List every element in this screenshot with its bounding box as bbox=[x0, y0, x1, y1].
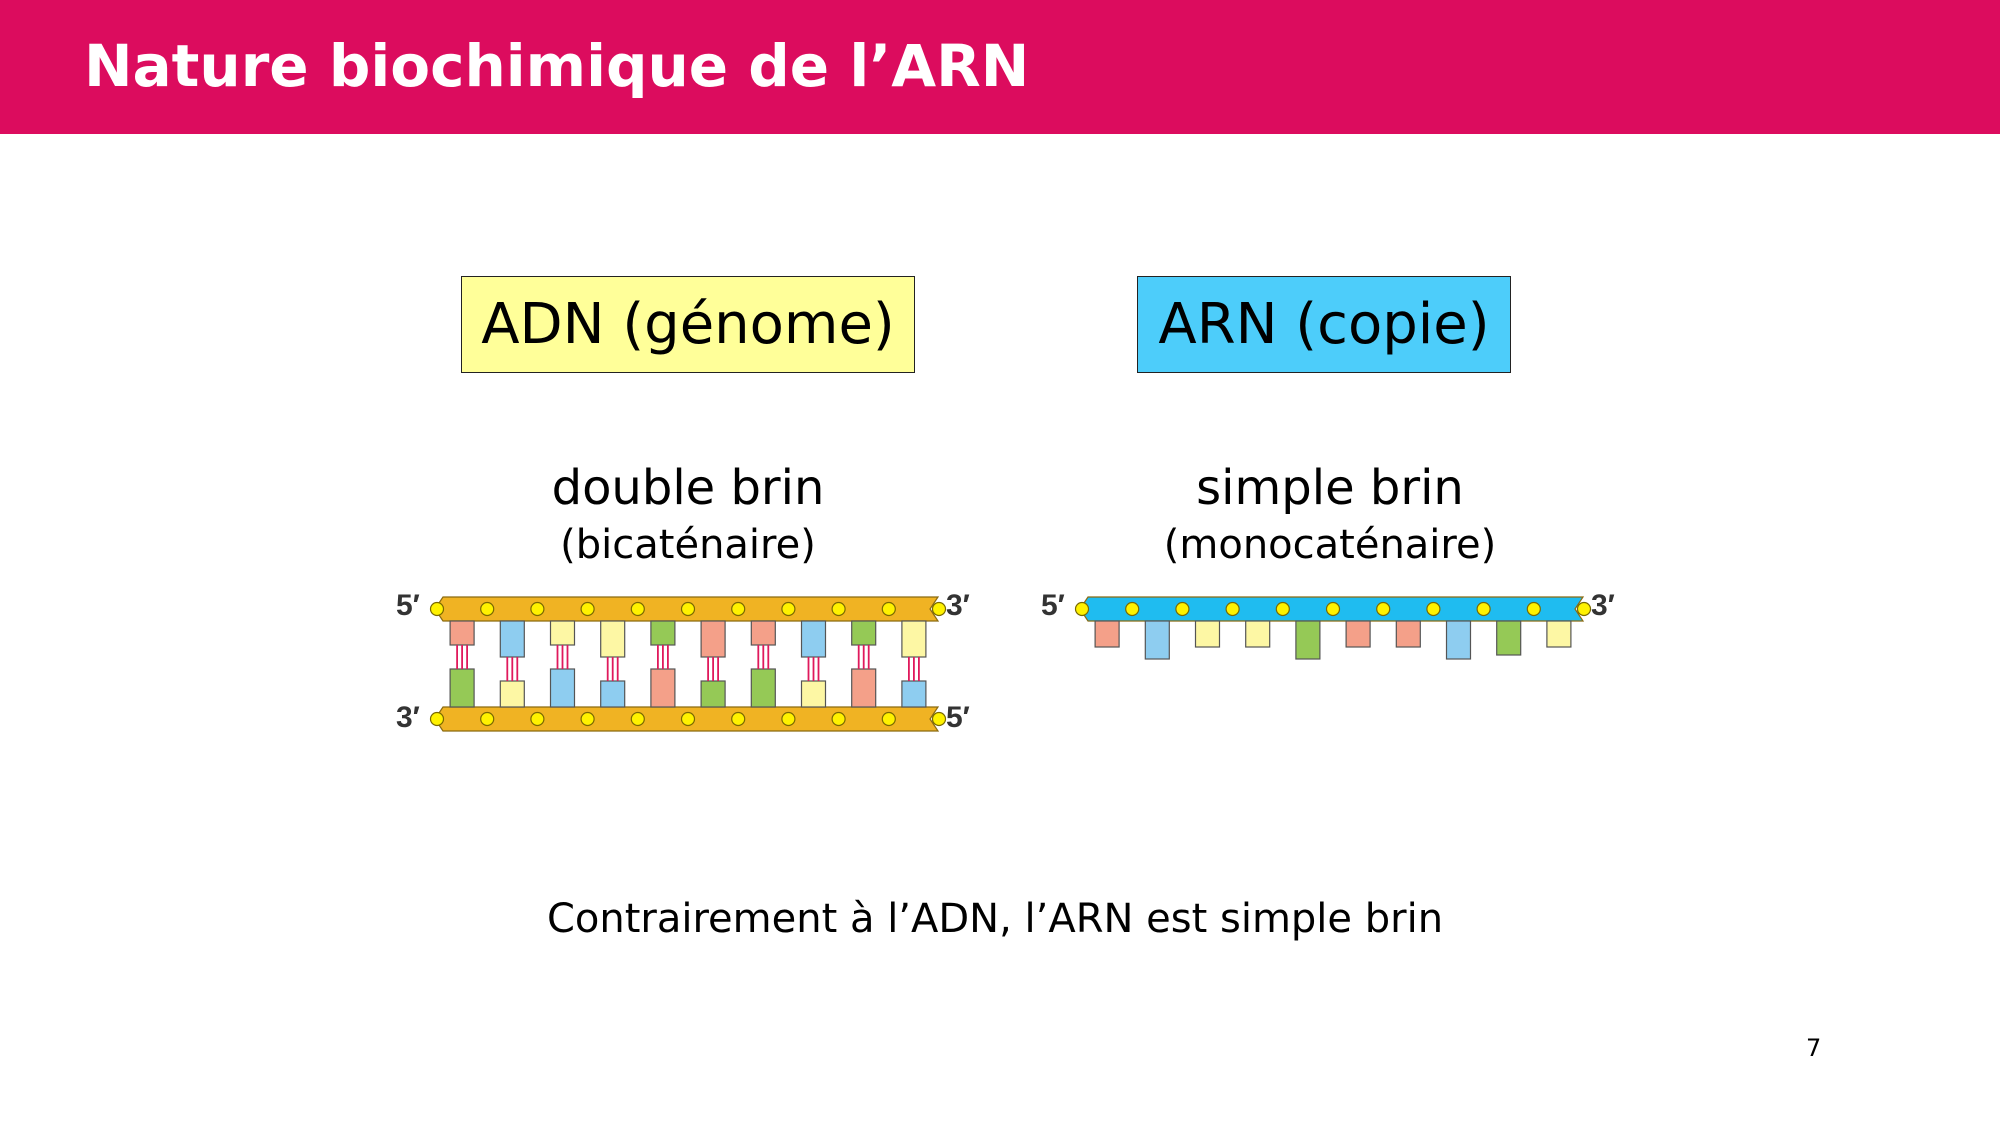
dna-bottom-phosphate bbox=[480, 711, 495, 727]
rna-phosphate bbox=[1426, 601, 1441, 617]
dna-top-base bbox=[700, 620, 726, 658]
dna-bottom-phosphate bbox=[429, 711, 445, 727]
dna-top-phosphate bbox=[480, 601, 495, 617]
dna-top-phosphate bbox=[429, 601, 445, 617]
dna-top-base bbox=[750, 620, 776, 646]
dna-bottom-base bbox=[549, 668, 576, 708]
dna-bottom-phosphate bbox=[580, 711, 595, 727]
dna-top-phosphate bbox=[831, 601, 846, 617]
dna-top-phosphate bbox=[530, 601, 545, 617]
dna-top-phosphate bbox=[731, 601, 746, 617]
adn-label-box: ADN (génome) bbox=[461, 276, 915, 373]
rna-phosphate bbox=[1074, 601, 1090, 617]
rna-base bbox=[1295, 620, 1321, 660]
arn-label-box: ARN (copie) bbox=[1137, 276, 1511, 373]
rna-strand-sublabel: (monocaténaire) bbox=[1163, 522, 1497, 568]
rna-base bbox=[1395, 620, 1421, 648]
rna-base bbox=[1546, 620, 1572, 648]
dna-bottom-base bbox=[650, 668, 676, 708]
dna-bottom-base bbox=[800, 680, 827, 708]
slide-title: Nature biochimique de l’ARN bbox=[84, 32, 1030, 100]
dna-bottom-right-end: 5′ bbox=[946, 701, 970, 734]
dna-bottom-phosphate bbox=[931, 711, 947, 727]
rna-base bbox=[1194, 620, 1221, 648]
rna-base bbox=[1245, 620, 1271, 648]
dna-bottom-base bbox=[449, 668, 475, 708]
dna-top-base bbox=[851, 620, 877, 646]
dna-bottom-base bbox=[700, 680, 726, 708]
rna-phosphate bbox=[1576, 601, 1592, 617]
rna-base bbox=[1094, 620, 1120, 648]
dna-bottom-phosphate bbox=[781, 711, 796, 727]
dna-bottom-base bbox=[901, 680, 927, 708]
rna-base bbox=[1496, 620, 1522, 656]
dna-bottom-phosphate bbox=[731, 711, 746, 727]
dna-bottom-left-end: 3′ bbox=[396, 701, 420, 734]
rna-phosphate bbox=[1526, 601, 1541, 617]
rna-phosphate bbox=[1325, 601, 1341, 617]
rna-phosphate bbox=[1476, 601, 1491, 617]
dna-bottom-base bbox=[499, 680, 525, 708]
rna-base bbox=[1345, 620, 1371, 648]
dna-top-phosphate bbox=[580, 601, 595, 617]
dna-top-right-end: 3′ bbox=[946, 589, 970, 622]
rna-phosphate bbox=[1275, 601, 1290, 617]
rna-base bbox=[1445, 620, 1472, 660]
dna-bottom-base bbox=[851, 668, 877, 708]
dna-strand-sublabel: (bicaténaire) bbox=[560, 522, 816, 568]
dna-top-phosphate bbox=[931, 601, 947, 617]
dna-top-base bbox=[499, 620, 525, 658]
rna-phosphate bbox=[1125, 601, 1140, 617]
dna-top-base bbox=[449, 620, 475, 646]
rna-left-end: 5′ bbox=[1041, 589, 1065, 622]
dna-top-left-end: 5′ bbox=[396, 589, 420, 622]
rna-phosphate bbox=[1376, 601, 1391, 617]
dna-top-base bbox=[800, 620, 827, 658]
dna-strand-label: double brin bbox=[551, 460, 825, 516]
dna-bottom-phosphate bbox=[831, 711, 846, 727]
rna-single-strand-diagram: 5′ 3′ bbox=[1041, 589, 1615, 660]
caption: Contrairement à l’ADN, l’ARN est simple … bbox=[546, 896, 1444, 942]
dna-bottom-base bbox=[600, 680, 626, 708]
rna-phosphate bbox=[1225, 601, 1240, 617]
rna-phosphate bbox=[1175, 601, 1190, 617]
dna-top-phosphate bbox=[680, 601, 696, 617]
dna-double-strand-diagram: 5′ 3′ 3′ 5′ bbox=[396, 589, 970, 734]
dna-top-base bbox=[549, 620, 576, 646]
page-number: 7 bbox=[1806, 1034, 1822, 1062]
dna-bottom-phosphate bbox=[881, 711, 896, 727]
dna-top-base bbox=[650, 620, 676, 646]
rna-right-end: 3′ bbox=[1591, 589, 1615, 622]
dna-top-base bbox=[901, 620, 927, 658]
title-bar bbox=[0, 0, 2000, 134]
dna-top-phosphate bbox=[781, 601, 796, 617]
dna-bottom-phosphate bbox=[530, 711, 545, 727]
dna-top-base bbox=[600, 620, 626, 658]
dna-bottom-phosphate bbox=[630, 711, 645, 727]
dna-bottom-phosphate bbox=[680, 711, 696, 727]
dna-top-phosphate bbox=[630, 601, 645, 617]
rna-strand-label: simple brin bbox=[1196, 460, 1464, 516]
rna-base bbox=[1144, 620, 1170, 660]
dna-bottom-base bbox=[750, 668, 776, 708]
dna-top-phosphate bbox=[881, 601, 896, 617]
